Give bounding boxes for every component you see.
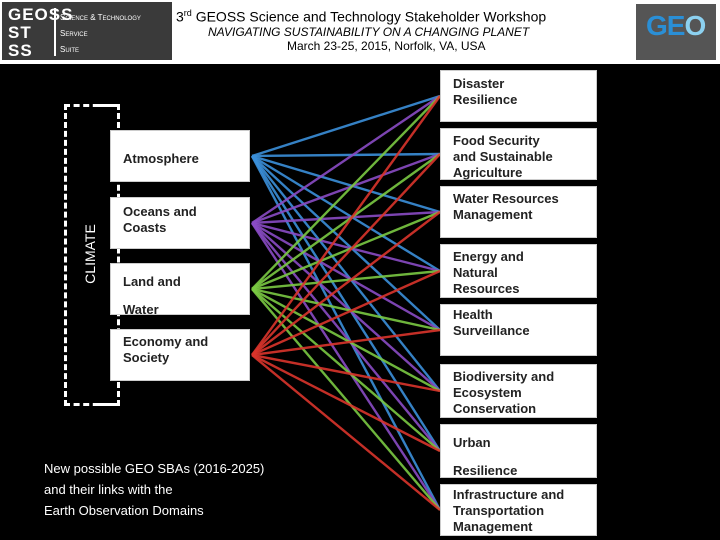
link-0-5 (251, 155, 441, 392)
domain-label: Water (123, 302, 159, 317)
link-1-2 (251, 210, 441, 225)
sba-label: Energy and (453, 249, 524, 264)
domain-box-atmosphere: Atmosphere (110, 130, 250, 182)
link-1-3 (251, 221, 441, 273)
link-0-3 (251, 154, 441, 273)
link-0-0 (251, 94, 441, 158)
link-2-7 (251, 288, 441, 511)
workshop-title: 3rd GEOSS Science and Technology Stakeho… (176, 8, 546, 25)
sba-label: Natural (453, 265, 498, 280)
domain-label: Oceans and (123, 204, 197, 219)
link-3-4 (251, 328, 441, 357)
sba-box-water: Water Resources Management (440, 186, 597, 238)
link-2-1 (251, 153, 441, 290)
sba-label: Health (453, 307, 493, 322)
link-3-5 (251, 353, 441, 393)
sba-label: Agriculture (453, 165, 523, 180)
geo-logo-g: G (646, 10, 668, 41)
geoss-sts-logo: GEOSS ST SS Science & Technology Service… (2, 2, 172, 60)
sba-label: Surveillance (453, 323, 530, 338)
title-superscript: rd (183, 8, 192, 18)
link-1-0 (251, 95, 441, 224)
sba-label: Transportation (453, 503, 545, 518)
link-2-2 (251, 210, 441, 291)
logo-letters-line-2: ST (8, 23, 32, 42)
sba-label: Disaster (453, 76, 505, 91)
sba-box-urban: Urban Resilience (440, 424, 597, 478)
sba-label: and Sustainable (453, 149, 553, 164)
sba-label: Resources (453, 281, 520, 296)
logo-letters-line-3: SS (8, 41, 33, 60)
link-3-7 (251, 354, 441, 511)
link-0-6 (250, 155, 442, 452)
sba-box-biodiversity: Biodiversity and Ecosystem Conservation (440, 364, 597, 418)
sba-label: Management (453, 519, 533, 534)
link-0-2 (251, 154, 441, 214)
title-prefix: 3 (176, 8, 184, 25)
link-0-1 (251, 152, 441, 158)
caption-line-1: New possible GEO SBAs (2016-2025) (44, 461, 265, 476)
geo-logo-o: O (684, 10, 706, 41)
climate-bracket-left (64, 104, 118, 406)
sba-label: Conservation (453, 401, 537, 416)
sba-label: Resilience (453, 92, 518, 107)
caption-line-2: and their links with the (44, 482, 173, 497)
sba-label: Food Security (453, 133, 540, 148)
link-1-1 (251, 152, 441, 225)
link-0-4 (251, 155, 441, 331)
link-3-3 (251, 269, 441, 357)
link-1-5 (251, 222, 441, 392)
domain-label: Economy and (123, 334, 209, 349)
domain-box-economy: Economy and Society (110, 329, 250, 381)
link-2-3 (251, 269, 441, 291)
sba-label: Biodiversity and (453, 369, 555, 384)
logo-sub-line-1: Science & Technology (60, 13, 141, 22)
logo-divider (54, 8, 56, 56)
domain-box-land-water: Land and Water (110, 263, 250, 317)
climate-bracket-right (98, 104, 120, 406)
workshop-date-place: March 23-25, 2015, Norfolk, VA, USA (287, 39, 486, 53)
geo-logo-e: E (666, 10, 686, 41)
sba-label: Infrastructure and (453, 487, 565, 502)
link-2-6 (251, 288, 441, 452)
link-2-4 (251, 287, 441, 332)
domain-label: Coasts (123, 220, 167, 235)
link-3-6 (251, 353, 441, 453)
title-rest: GEOSS Science and Technology Stakeholder… (191, 8, 547, 25)
link-2-5 (251, 287, 441, 393)
link-1-4 (251, 221, 441, 332)
link-3-1 (251, 153, 441, 356)
caption-line-3: Earth Observation Domains (44, 503, 204, 518)
link-1-6 (251, 222, 441, 452)
sba-box-health: Health Surveillance (440, 304, 597, 356)
link-1-7 (250, 222, 442, 511)
sba-box-disaster: Disaster Resilience (440, 70, 597, 122)
domain-label: Atmosphere (123, 151, 199, 166)
link-0-7 (250, 155, 442, 511)
link-2-0 (251, 95, 441, 290)
sba-label: Ecosystem (453, 385, 522, 400)
domain-label: Land and (123, 274, 181, 289)
sba-box-food: Food Security and Sustainable Agricultur… (440, 128, 597, 180)
logo-sub-line-3: Suite (60, 45, 80, 54)
sba-box-energy: Energy and Natural Resources (440, 244, 597, 298)
workshop-subtitle: NAVIGATING SUSTAINABILITY ON A CHANGING … (208, 25, 530, 39)
link-3-0 (251, 95, 441, 356)
logo-sub-line-2: Service (60, 29, 88, 38)
domain-label: Society (123, 350, 170, 365)
sba-label: Resilience (453, 463, 518, 478)
domain-box-oceans: Oceans and Coasts (110, 197, 250, 249)
workshop-header: GEOSS ST SS Science & Technology Service… (0, 0, 720, 64)
climate-label: CLIMATE (82, 224, 98, 284)
sba-box-infrastructure: Infrastructure and Transportation Manage… (440, 484, 597, 536)
sba-label: Water Resources (453, 191, 559, 206)
geo-logo: GEO (636, 4, 716, 60)
sba-label: Urban (453, 435, 491, 450)
diagram-caption: New possible GEO SBAs (2016-2025) and th… (44, 458, 264, 521)
link-3-2 (251, 211, 441, 356)
sba-label: Management (453, 207, 533, 222)
logo-letters-line-1: GEOSS (8, 5, 74, 24)
